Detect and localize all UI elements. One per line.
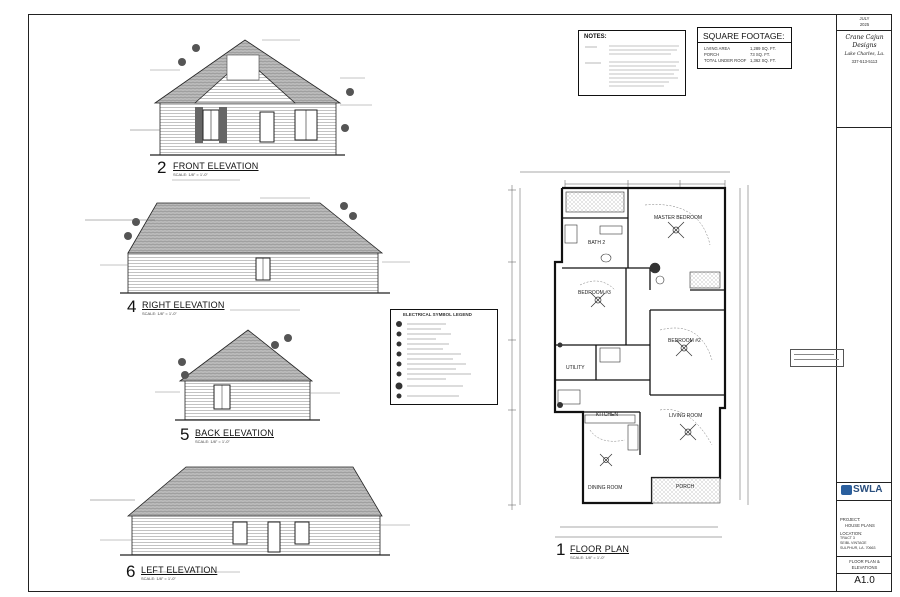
sqft-label: TOTAL UNDER ROOF <box>704 58 747 63</box>
drawing-scale: SCALE: 1/8" = 1'-0" <box>570 555 605 560</box>
drawing-scale: SCALE: 1/8" = 1'-0" <box>142 311 177 316</box>
legend-symbols <box>395 321 471 399</box>
front-elevation <box>130 39 354 156</box>
date-year: 2025 <box>859 22 870 27</box>
right-elevation <box>85 202 390 294</box>
designer-name: Crane Cajun <box>845 34 884 41</box>
sqft-value: 73 SQ. FT. <box>750 52 771 57</box>
door-markers <box>557 342 563 408</box>
drawing-scale: SCALE: 1/8" = 1'-0" <box>173 172 208 177</box>
drawing-scale: SCALE: 1/8" = 1'-0" <box>141 576 176 581</box>
project-label: PROJECT: <box>840 517 861 522</box>
room-label: PORCH <box>676 484 695 490</box>
location-label: LOCATION: <box>840 531 863 536</box>
sqft-label: PORCH <box>704 52 720 57</box>
notes-heading: NOTES: <box>584 34 607 40</box>
sheet-title-2: ELEVATIONS <box>851 565 878 570</box>
sqft-label: LIVING AREA <box>704 46 731 51</box>
drawing-title: BACK ELEVATION <box>195 428 274 438</box>
drawing-title: FLOOR PLAN <box>570 544 630 554</box>
room-label: MASTER BEDROOM <box>654 215 703 221</box>
drawing-scale: SCALE: 1/8" = 1'-0" <box>195 439 230 444</box>
porch-floor <box>651 477 721 504</box>
room-label: BEDROOM #2 <box>668 338 701 344</box>
room-label: BATH 2 <box>588 240 606 246</box>
side-note-box <box>790 349 844 367</box>
project-name: HOUSE PLANS <box>845 523 875 528</box>
designer-name-2: Designs <box>852 42 877 49</box>
drawing-title: FRONT ELEVATION <box>173 161 259 171</box>
drawing-title: RIGHT ELEVATION <box>142 300 225 310</box>
date-month: JULY <box>859 16 870 21</box>
room-label: LIVING ROOM <box>669 413 703 419</box>
annotation-leaders <box>100 39 410 573</box>
location-line: SEIBL VINTAGE <box>840 541 867 545</box>
drawing-title: LEFT ELEVATION <box>141 565 218 575</box>
location-line: SULPHUR, LA. 70663 <box>840 546 876 550</box>
legend-heading: ELECTRICAL SYMBOL LEGEND <box>403 312 472 317</box>
title-block: JULY 2025 Crane Cajun Designs Lake Charl… <box>836 14 892 592</box>
back-elevation <box>175 329 320 421</box>
room-label: BEDROOM #3 <box>578 290 611 296</box>
square-footage-box: SQUARE FOOTAGE: LIVING AREA 1,289 SQ. FT… <box>697 27 792 69</box>
fixtures <box>557 191 721 451</box>
designer-phone: 337-513-5113 <box>851 59 878 64</box>
company-logo: SWLA <box>853 484 883 495</box>
left-elevation <box>90 466 390 556</box>
sqft-value: 1,289 SQ. FT. <box>750 46 776 51</box>
interior-walls <box>555 188 725 455</box>
electrical-legend: ELECTRICAL SYMBOL LEGEND <box>390 309 498 405</box>
room-label: UTILITY <box>566 365 585 371</box>
notes-text-lines <box>585 45 679 87</box>
company-logo-icon <box>841 485 852 495</box>
sheet-number: A1.0 <box>854 575 875 586</box>
dimension-lines <box>508 171 749 538</box>
ceiling-fans <box>590 221 697 467</box>
designer-city: Lake Charles, La. <box>844 52 885 57</box>
drawing-number: 4 <box>127 297 137 316</box>
sqft-value: 1,362 SQ. FT. <box>750 58 776 63</box>
drawing-number: 2 <box>157 158 167 177</box>
room-label: KITCHEN <box>596 412 618 418</box>
drawing-number: 5 <box>180 425 190 444</box>
drawing-number: 1 <box>556 540 566 559</box>
location-line: TRACT 3 <box>840 536 855 540</box>
square-footage-heading: SQUARE FOOTAGE: <box>703 31 785 41</box>
sheet-border <box>28 14 892 592</box>
circuit-lines <box>579 204 713 446</box>
drawing-number: 6 <box>126 562 136 581</box>
room-label: DINING ROOM <box>588 485 623 491</box>
notes-box: NOTES: <box>578 30 686 96</box>
sheet-title: FLOOR PLAN & <box>849 559 880 564</box>
